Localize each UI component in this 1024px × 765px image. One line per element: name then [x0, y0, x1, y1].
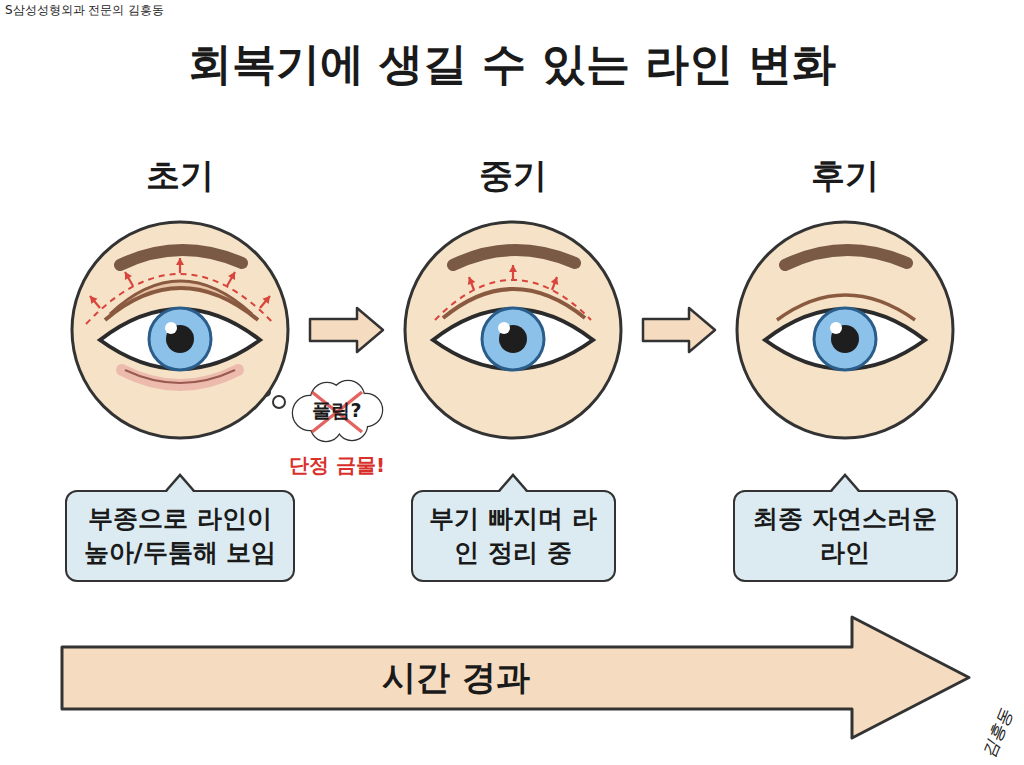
- swelling-arrowhead: [468, 277, 475, 285]
- highlight: [498, 322, 510, 334]
- under-eye-line: [125, 370, 235, 383]
- callout-tail-outline: [499, 475, 527, 491]
- block-arrow: [643, 308, 715, 352]
- callout-text: 최종 자연스러운 라인: [747, 502, 944, 570]
- signature: 김흥동: [977, 706, 1017, 762]
- timeline-text: 시간 경과: [60, 647, 852, 709]
- swelling-arrow: [90, 296, 100, 308]
- eye-illustration: [72, 222, 288, 438]
- swelling-arrowhead: [176, 258, 184, 265]
- callout-tail-fill: [166, 475, 194, 493]
- bubble-text: 풀림?: [290, 380, 384, 442]
- thought-bubble: 풀림?단정 금물!: [290, 380, 384, 442]
- stage-heading: 중기: [403, 150, 623, 200]
- stage-circle-shape: [735, 220, 955, 440]
- stage-heading: 초기: [70, 150, 290, 200]
- swelling-arrow: [125, 272, 133, 286]
- skin-circle: [72, 222, 288, 438]
- stage-circle-shape: [403, 220, 623, 440]
- callout-tail-fill: [831, 475, 859, 493]
- highlight: [165, 322, 177, 334]
- swelling-arrow: [227, 272, 235, 286]
- swelling-arrow: [260, 296, 270, 308]
- under-eye-swelling: [122, 370, 238, 385]
- swelling-arrowhead: [262, 296, 270, 304]
- stage-circle-shape: [70, 220, 290, 440]
- callout-tail-outline: [831, 475, 859, 491]
- diagram-title: 회복기에 생길 수 있는 라인 변화: [0, 34, 1024, 94]
- skin-circle: [737, 222, 953, 438]
- iris: [149, 308, 211, 370]
- callout-box: 부기 빠지며 라인 정리 중: [411, 490, 616, 582]
- callout-tail: [165, 473, 195, 493]
- eye-illustration: [737, 222, 953, 438]
- swelling-arrowhead: [509, 265, 517, 272]
- stage-circle: 초기: [70, 150, 290, 440]
- swelling-arrowhead: [90, 296, 98, 304]
- swelling-arrowhead: [228, 272, 235, 280]
- eye-white: [433, 309, 593, 369]
- callout-tail: [830, 473, 860, 493]
- swelling-arrowhead: [551, 277, 558, 285]
- callout-box: 최종 자연스러운 라인: [733, 490, 958, 582]
- callout-box: 부종으로 라인이 높아/두툼해 보임: [65, 490, 295, 582]
- timeline-arrow: 시간 경과: [60, 615, 972, 740]
- block-arrow: [310, 308, 383, 352]
- eye-white: [765, 309, 925, 369]
- eyebrow: [120, 250, 242, 265]
- eyebrow: [453, 250, 575, 265]
- thought-dot: [273, 396, 285, 408]
- callout-tail-outline: [166, 475, 194, 491]
- eye-illustration: [405, 222, 621, 438]
- eye-white: [100, 309, 260, 369]
- highlight: [830, 322, 842, 334]
- callout-text: 부기 빠지며 라인 정리 중: [425, 502, 602, 570]
- swelling-arrowhead: [125, 272, 132, 280]
- stage-heading: 후기: [735, 150, 955, 200]
- callout-tail: [498, 473, 528, 493]
- iris: [482, 308, 544, 370]
- author-label: S삼성성형외과 전문의 김흥동: [5, 2, 164, 19]
- warning-text: 단정 금물!: [289, 452, 385, 479]
- callout-text: 부종으로 라인이 높아/두툼해 보임: [79, 502, 281, 570]
- skin-circle: [405, 222, 621, 438]
- eyebrow: [785, 250, 907, 265]
- stage-circle: 중기: [403, 150, 623, 440]
- stage-circle: 후기: [735, 150, 955, 440]
- iris: [814, 308, 876, 370]
- callout-tail-fill: [499, 475, 527, 493]
